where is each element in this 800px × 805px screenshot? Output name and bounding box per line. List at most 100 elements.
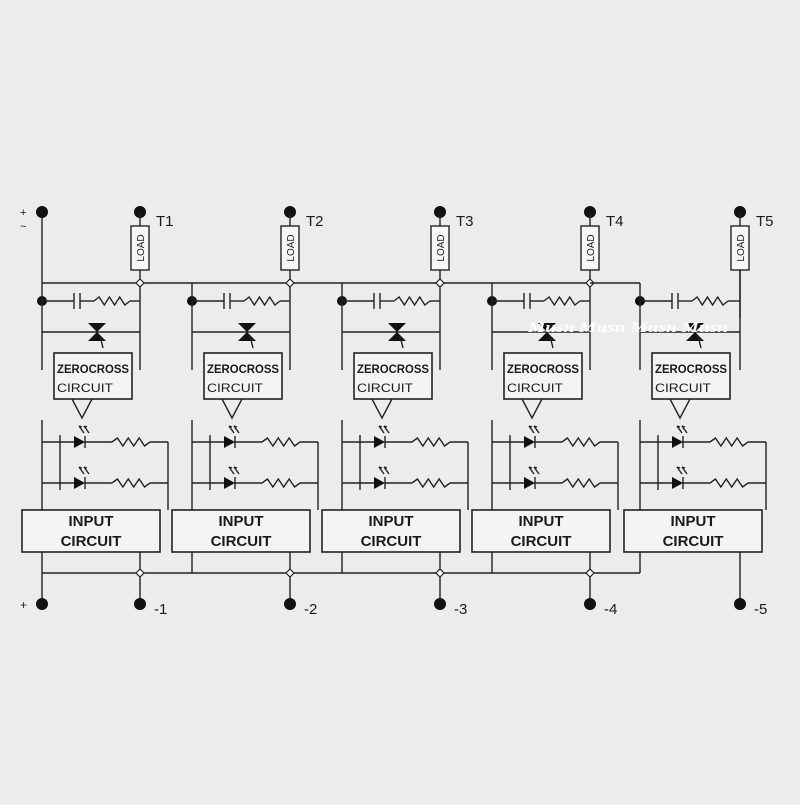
light-arrow bbox=[228, 425, 235, 434]
light-arrow bbox=[533, 425, 538, 428]
light-arrow bbox=[83, 425, 88, 428]
triac-symbol bbox=[538, 332, 556, 341]
supply-terminal-dot bbox=[36, 206, 48, 218]
input-circuit-box bbox=[21, 509, 161, 553]
resistor bbox=[393, 295, 431, 307]
junction-node bbox=[285, 568, 295, 578]
light-arrow bbox=[533, 466, 538, 469]
input-circuit-label: CIRCUIT bbox=[663, 533, 724, 550]
light-arrow bbox=[378, 425, 383, 428]
input-label: INPUT bbox=[219, 513, 264, 530]
light-arrow bbox=[383, 466, 388, 469]
resistor bbox=[261, 477, 301, 489]
led-diode bbox=[224, 436, 235, 448]
bottom-plus-mark: + bbox=[20, 598, 27, 612]
light-arrow bbox=[676, 425, 683, 434]
input-circuit-box bbox=[171, 509, 311, 553]
triac-symbol bbox=[686, 323, 704, 332]
resistor bbox=[709, 436, 749, 448]
negative-terminal-dot bbox=[434, 598, 446, 610]
opto-link bbox=[71, 398, 93, 420]
light-arrow bbox=[228, 466, 233, 469]
load-label: LOAD bbox=[286, 234, 297, 261]
light-arrow bbox=[378, 466, 385, 475]
negative-terminal-label: -5 bbox=[754, 601, 767, 618]
zerocross-label: ZEROCROSS bbox=[507, 362, 579, 376]
input-circuit-label: CIRCUIT bbox=[211, 533, 272, 550]
triac-symbol bbox=[238, 323, 256, 332]
light-arrow bbox=[378, 466, 383, 469]
triac-symbol bbox=[88, 323, 106, 332]
triac-gate bbox=[249, 335, 254, 349]
light-arrow bbox=[228, 466, 235, 475]
triac-symbol bbox=[388, 323, 406, 332]
junction-node bbox=[435, 278, 445, 288]
resistor bbox=[561, 436, 601, 448]
triac-gate bbox=[99, 335, 104, 349]
light-arrow bbox=[83, 425, 90, 434]
input-circuit-box bbox=[321, 509, 461, 553]
supply-plus-mark: + bbox=[20, 207, 26, 219]
load-label: LOAD bbox=[436, 234, 447, 261]
led-diode bbox=[672, 436, 683, 448]
light-arrow bbox=[681, 466, 686, 469]
light-arrow bbox=[233, 466, 240, 475]
negative-terminal-label: -1 bbox=[154, 601, 167, 618]
terminal-label: T4 bbox=[606, 213, 624, 230]
negative-terminal-dot bbox=[584, 598, 596, 610]
opto-link bbox=[521, 398, 543, 420]
light-arrow bbox=[528, 425, 533, 428]
light-arrow bbox=[78, 466, 85, 475]
light-arrow bbox=[681, 425, 686, 428]
light-arrow bbox=[681, 425, 688, 434]
resistor bbox=[561, 477, 601, 489]
load-label: LOAD bbox=[136, 234, 147, 261]
resistor bbox=[111, 477, 151, 489]
light-arrow bbox=[528, 466, 535, 475]
light-arrow bbox=[533, 425, 540, 434]
negative-terminal-dot bbox=[284, 598, 296, 610]
resistor bbox=[93, 295, 131, 307]
load-label: LOAD bbox=[586, 234, 597, 261]
triac-gate bbox=[399, 335, 404, 349]
light-arrow bbox=[228, 425, 233, 428]
triac-gate bbox=[697, 335, 702, 349]
led-diode bbox=[672, 477, 683, 489]
triac-symbol bbox=[238, 332, 256, 341]
triac-symbol bbox=[88, 332, 106, 341]
opto-link bbox=[669, 398, 691, 420]
zerocross-box bbox=[353, 352, 433, 400]
input-label: INPUT bbox=[369, 513, 414, 530]
light-arrow bbox=[528, 425, 535, 434]
zerocross-box bbox=[203, 352, 283, 400]
light-arrow bbox=[383, 466, 390, 475]
input-circuit-box bbox=[471, 509, 611, 553]
led-diode bbox=[374, 436, 385, 448]
bottom-plus-dot bbox=[36, 598, 48, 610]
zerocross-label: ZEROCROSS bbox=[357, 362, 429, 376]
light-arrow bbox=[78, 425, 85, 434]
light-arrow bbox=[78, 466, 83, 469]
terminal-label: T3 bbox=[456, 213, 474, 230]
resistor bbox=[243, 295, 281, 307]
triac-symbol bbox=[538, 323, 556, 332]
input-label: INPUT bbox=[519, 513, 564, 530]
light-arrow bbox=[83, 466, 88, 469]
light-arrow bbox=[676, 466, 683, 475]
junction-node bbox=[435, 568, 445, 578]
light-arrow bbox=[533, 466, 540, 475]
junction-node bbox=[135, 568, 145, 578]
terminal-label: T2 bbox=[306, 213, 324, 230]
zerocross-label: ZEROCROSS bbox=[57, 362, 129, 376]
junction-node bbox=[585, 568, 595, 578]
zerocross-circuit-label: CIRCUIT bbox=[207, 381, 264, 395]
negative-terminal-label: -2 bbox=[304, 601, 317, 618]
negative-terminal-label: -4 bbox=[604, 601, 617, 618]
negative-terminal-label: -3 bbox=[454, 601, 467, 618]
resistor bbox=[261, 436, 301, 448]
input-circuit-label: CIRCUIT bbox=[61, 533, 122, 550]
